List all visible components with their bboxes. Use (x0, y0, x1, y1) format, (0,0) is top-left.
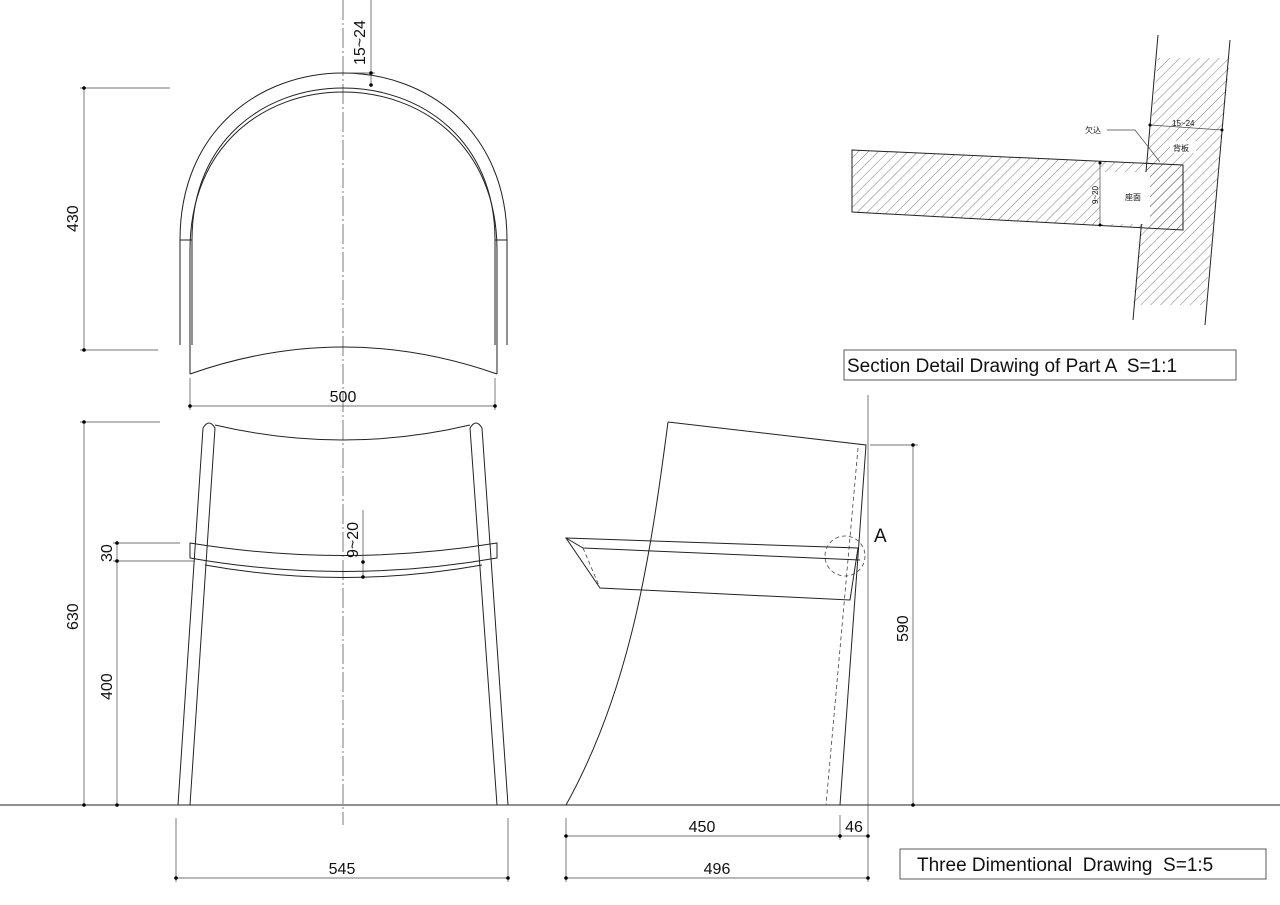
svg-text:Three Dimentional Drawing S=: Three Dimentional Drawing S=1:5 (917, 855, 1213, 876)
dim-seat-height: 400 (99, 673, 116, 700)
dim-back-thickness: 15~24 (352, 20, 369, 65)
dimension-seat: 9~20 30 400 630 545 (65, 420, 510, 882)
label-notch: 欠込 (1085, 125, 1101, 135)
title-main-drawing: Three Dimentional Drawing S=1:5 (899, 848, 1267, 880)
dim-seat-edge: 30 (99, 544, 116, 562)
backrest-top-view (179, 72, 508, 375)
dim-seat-depth: 450 (689, 819, 716, 836)
label-back-plate: 背板 (1173, 143, 1189, 153)
dim-back-height: 430 (65, 205, 82, 232)
dimension-back-height: 430 (65, 86, 170, 352)
dim-base-width: 545 (329, 861, 356, 878)
dimension-thickness: 15~24 (350, 0, 375, 87)
dimension-side: 590 450 46 496 (564, 395, 918, 882)
dim-total-height: 630 (65, 603, 82, 630)
dim-back-height-side: 590 (895, 615, 912, 642)
title-section-detail: Section Detail Drawing of Part A S=1:1 (843, 349, 1237, 381)
dim-back-width: 500 (330, 389, 357, 406)
svg-text:Section Detail Drawing of Part: Section Detail Drawing of Part A S=1:1 (847, 356, 1177, 377)
chair-front-view (177, 422, 509, 806)
dim-back-depth: 46 (845, 819, 863, 836)
dim-seat-thickness: 9~20 (345, 522, 362, 558)
dim-section-back: 15~24 (1172, 119, 1195, 128)
section-detail: 9~20 座面 背板 15~24 欠込 (851, 34, 1231, 326)
dim-section-seat: 9~20 (1091, 185, 1100, 204)
label-seat: 座面 (1125, 192, 1141, 202)
dim-total-depth: 496 (704, 861, 731, 878)
dimension-back-width: 500 (188, 378, 497, 410)
detail-label-a: A (874, 526, 887, 547)
chair-side-view: A (565, 421, 887, 806)
